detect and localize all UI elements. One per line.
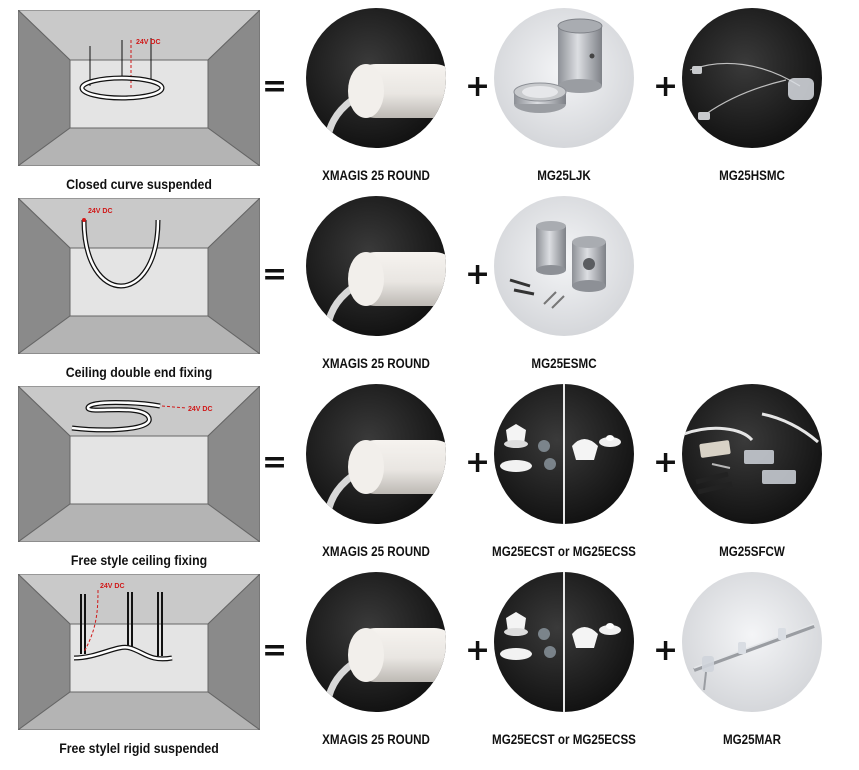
product-image-mg25mar	[682, 572, 822, 712]
equals-sign: =	[262, 633, 288, 668]
product-label: XMAGIS 25 ROUND	[322, 168, 430, 183]
equals-sign: =	[262, 69, 288, 104]
config-caption: Free style ceiling fixing	[70, 552, 208, 568]
config-row-closed-curve: 24V DC Closed curve suspended = XMAGIS 2…	[0, 0, 859, 192]
plus-sign: +	[465, 257, 491, 292]
plus-sign: +	[465, 445, 491, 480]
voltage-label: 24V DC	[88, 208, 113, 215]
product-label: MG25ESMC	[531, 356, 597, 371]
product-image-mg25sfcw	[682, 384, 822, 524]
product-image-xmagis-25-round	[306, 384, 446, 524]
product-image-mg25ljk	[494, 8, 634, 148]
plus-sign: +	[653, 445, 679, 480]
product-image-mg25esmc	[494, 196, 634, 336]
room-diagram-free-style-rigid: 24V DC	[18, 574, 260, 730]
config-caption: Closed curve suspended	[66, 176, 212, 192]
config-row-free-style-ceiling: 24V DC Free style ceiling fixing = XMAGI…	[0, 376, 859, 568]
voltage-label: 24V DC	[188, 406, 213, 413]
product-image-xmagis-25-round	[306, 196, 446, 336]
product-label: XMAGIS 25 ROUND	[322, 356, 430, 371]
plus-sign: +	[653, 69, 679, 104]
product-label: MG25LJK	[537, 168, 591, 183]
product-image-xmagis-25-round	[306, 572, 446, 712]
plus-sign: +	[465, 633, 491, 668]
equals-sign: =	[262, 445, 288, 480]
product-label: XMAGIS 25 ROUND	[322, 732, 430, 747]
product-label: MG25HSMC	[719, 168, 785, 183]
product-image-mg25ecst-mg25ecss	[494, 572, 634, 712]
equals-sign: =	[262, 257, 288, 292]
product-image-mg25ecst-mg25ecss	[494, 384, 634, 524]
product-image-mg25hsmc	[682, 8, 822, 148]
product-label: XMAGIS 25 ROUND	[322, 544, 430, 559]
product-label: MG25MAR	[722, 732, 782, 747]
plus-sign: +	[653, 633, 679, 668]
plus-sign: +	[465, 69, 491, 104]
product-label: MG25ECST or MG25ECSS	[492, 544, 636, 559]
room-diagram-ceiling-double-end: 24V DC	[18, 198, 260, 354]
product-label: MG25SFCW	[719, 544, 785, 559]
product-label: MG25ECST or MG25ECSS	[492, 732, 636, 747]
config-caption: Ceiling double end fixing	[65, 364, 213, 380]
config-row-ceiling-double-end: 24V DC Ceiling double end fixing = XMAGI…	[0, 188, 859, 380]
config-row-free-style-rigid: 24V DC Free stylel rigid suspended = XMA…	[0, 564, 859, 756]
voltage-label: 24V DC	[136, 39, 161, 46]
voltage-label: 24V DC	[100, 583, 125, 590]
product-image-xmagis-25-round	[306, 8, 446, 148]
room-diagram-free-style-ceiling: 24V DC	[18, 386, 260, 542]
config-caption: Free stylel rigid suspended	[59, 740, 219, 756]
room-diagram-closed-curve: 24V DC	[18, 10, 260, 166]
